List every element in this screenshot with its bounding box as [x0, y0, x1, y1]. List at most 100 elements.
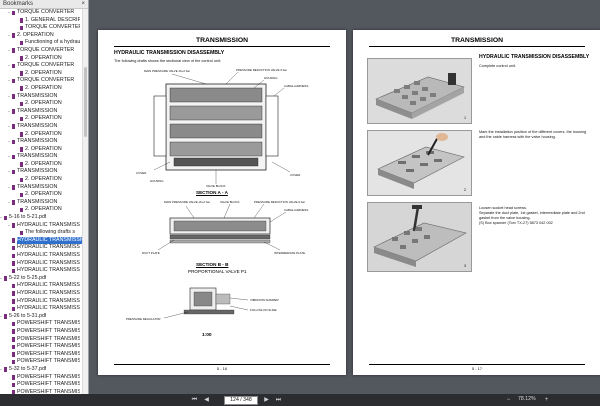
bookmark-item[interactable]: HYDRAULIC TRANSMISSION: [0, 252, 82, 260]
zoom-out-button[interactable]: −: [506, 397, 511, 403]
page-number-input[interactable]: 124 / 348: [224, 396, 258, 405]
collapse-toggle-icon[interactable]: −: [7, 10, 11, 15]
bookmark-item[interactable]: −TORQUE CONVERTER: [0, 47, 82, 55]
collapse-toggle-icon[interactable]: −: [0, 275, 3, 281]
bookmark-item[interactable]: Functioning of a hydraulic: [0, 39, 82, 47]
bookmark-item[interactable]: −5-26 to 5-31.pdf: [0, 313, 82, 321]
collapse-toggle-icon[interactable]: −: [0, 313, 3, 319]
collapse-toggle-icon[interactable]: −: [7, 93, 11, 99]
bookmark-item[interactable]: −5-32 to 5-37.pdf: [0, 366, 82, 374]
bookmark-item[interactable]: TORQUE CONVERTER: [0, 24, 82, 32]
bookmark-item[interactable]: −TRANSMISSION: [0, 199, 82, 207]
bookmark-item[interactable]: POWERSHIFT TRANSMISSION: [0, 381, 82, 389]
bookmark-item[interactable]: HYDRAULIC TRANSMISSION: [0, 290, 82, 298]
bookmark-item[interactable]: The following drafts s: [0, 229, 82, 237]
label-a-cable-harness: CABLE HARNESS: [284, 208, 308, 212]
bookmark-item[interactable]: POWERSHIFT TRANSMISSION: [0, 320, 82, 328]
collapse-toggle-icon[interactable]: −: [7, 63, 11, 69]
bookmark-item[interactable]: 2. OPERATION: [0, 146, 82, 154]
collapse-toggle-icon[interactable]: −: [0, 366, 3, 372]
collapse-toggle-icon[interactable]: −: [7, 47, 11, 53]
label-housing-2: HOUSING: [150, 179, 164, 183]
collapse-toggle-icon[interactable]: −: [7, 123, 11, 129]
bookmark-item[interactable]: 1. GENERAL DESCRIPTION: [0, 17, 82, 25]
collapse-toggle-icon[interactable]: −: [0, 215, 3, 221]
bookmark-item[interactable]: 2. OPERATION: [0, 70, 82, 78]
bookmark-item[interactable]: POWERSHIFT TRANSMISSION: [0, 389, 82, 394]
bookmark-item[interactable]: −5-22 to 5-25.pdf: [0, 275, 82, 283]
collapse-toggle-icon[interactable]: −: [7, 199, 11, 205]
bookmark-item[interactable]: POWERSHIFT TRANSMISSION: [0, 343, 82, 351]
bookmark-item[interactable]: HYDRAULIC TRANSMISSION: [0, 267, 82, 275]
bookmark-icon: [20, 230, 23, 236]
last-page-button[interactable]: ⏭: [275, 397, 282, 403]
bookmark-item[interactable]: −HYDRAULIC TRANSMISSION: [0, 222, 82, 230]
bookmark-item[interactable]: HYDRAULIC TRANSMISSION: [0, 298, 82, 306]
bookmark-item[interactable]: 2. OPERATION: [0, 55, 82, 63]
bookmark-item[interactable]: 2. OPERATION: [0, 115, 82, 123]
bookmark-item[interactable]: −5-16 to 5-21.pdf: [0, 214, 82, 222]
bookmark-item[interactable]: −TORQUE CONVERTER: [0, 77, 82, 85]
bookmark-item[interactable]: −TORQUE CONVERTER: [0, 62, 82, 70]
bookmark-label: 1. GENERAL DESCRIPTION: [25, 16, 80, 23]
bookmark-item[interactable]: −TRANSMISSION: [0, 123, 82, 131]
bookmark-label: POWERSHIFT TRANSMISSION: [17, 373, 80, 380]
bookmark-icon: [12, 124, 15, 129]
bookmark-label: HYDRAULIC TRANSMISSION: [17, 221, 80, 228]
bookmark-item[interactable]: −TRANSMISSION: [0, 108, 82, 116]
bookmark-item[interactable]: 2. OPERATION: [0, 131, 82, 139]
page-title: HYDRAULIC TRANSMISSION DISASSEMBLY: [114, 50, 225, 56]
bookmark-item[interactable]: 2. OPERATION: [0, 206, 82, 214]
zoom-level[interactable]: 78.12%: [518, 396, 536, 402]
bookmark-icon: [12, 329, 15, 334]
bookmark-item[interactable]: −2. OPERATION: [0, 32, 82, 40]
collapse-toggle-icon[interactable]: −: [7, 32, 11, 38]
zoom-in-button[interactable]: +: [544, 397, 549, 403]
bookmark-item[interactable]: HYDRAULIC TRANSMISSION: [0, 305, 82, 313]
bookmark-icon: [12, 94, 15, 99]
collapse-toggle-icon[interactable]: −: [7, 169, 11, 175]
bookmark-item[interactable]: 2. OPERATION: [0, 161, 82, 169]
bookmark-item[interactable]: 2. OPERATION: [0, 85, 82, 93]
bookmark-item[interactable]: −TRANSMISSION: [0, 168, 82, 176]
bookmark-item[interactable]: −TORQUE CONVERTER: [0, 9, 82, 17]
next-page-button[interactable]: ▶: [264, 397, 269, 403]
page-footer: 5 - 17: [369, 364, 585, 371]
first-page-button[interactable]: ⏮: [191, 397, 198, 403]
bookmark-item[interactable]: −TRANSMISSION: [0, 93, 82, 101]
bookmark-item[interactable]: POWERSHIFT TRANSMISSION: [0, 351, 82, 359]
collapse-toggle-icon[interactable]: −: [7, 184, 11, 190]
label-cover-2: COVER: [290, 173, 300, 177]
bookmark-icon: [20, 56, 23, 61]
bookmark-item[interactable]: POWERSHIFT TRANSMISSION: [0, 374, 82, 382]
collapse-toggle-icon[interactable]: −: [7, 222, 11, 228]
document-viewport[interactable]: TRANSMISSION HYDRAULIC TRANSMISSION DISA…: [89, 0, 600, 394]
bookmark-item[interactable]: POWERSHIFT TRANSMISSION: [0, 328, 82, 336]
label-cover: COVER: [136, 171, 146, 175]
collapse-toggle-icon[interactable]: −: [7, 154, 11, 160]
collapse-toggle-icon[interactable]: −: [7, 139, 11, 145]
bookmark-item[interactable]: 2. OPERATION: [0, 100, 82, 108]
scrollbar-thumb[interactable]: [84, 67, 87, 137]
collapse-toggle-icon[interactable]: −: [7, 78, 11, 84]
bookmark-item[interactable]: −TRANSMISSION: [0, 153, 82, 161]
bookmark-item[interactable]: POWERSHIFT TRANSMISSION: [0, 336, 82, 344]
bookmark-item[interactable]: 2. OPERATION: [0, 191, 82, 199]
scale-label: 1:00: [202, 333, 212, 338]
bookmark-item[interactable]: POWERSHIFT TRANSMISSION: [0, 358, 82, 366]
sidebar-scrollbar[interactable]: [82, 9, 88, 394]
bookmark-item[interactable]: HYDRAULIC TRANSMISSION: [0, 236, 82, 245]
bookmark-item[interactable]: HYDRAULIC TRANSMISSION: [0, 244, 82, 252]
bookmark-item[interactable]: HYDRAULIC TRANSMISSION: [0, 260, 82, 268]
bookmark-icon: [12, 359, 15, 365]
close-icon[interactable]: ×: [81, 1, 85, 7]
bookmark-item[interactable]: 2. OPERATION: [0, 176, 82, 184]
bookmark-label: POWERSHIFT TRANSMISSION: [17, 358, 80, 365]
bookmark-item[interactable]: −TRANSMISSION: [0, 138, 82, 146]
bookmark-item[interactable]: HYDRAULIC TRANSMISSION: [0, 282, 82, 290]
bookmark-icon: [12, 139, 15, 145]
collapse-toggle-icon[interactable]: −: [7, 108, 11, 114]
prev-page-button[interactable]: ◀: [204, 397, 209, 403]
bookmark-item[interactable]: −TRANSMISSION: [0, 184, 82, 192]
label-valve-block: VALVE BLOCK: [206, 184, 226, 188]
